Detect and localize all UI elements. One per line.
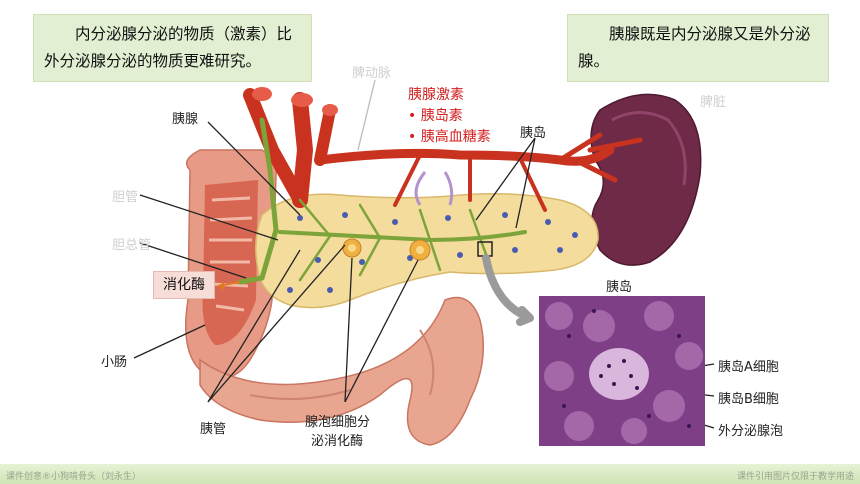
label-bile-duct: 胆管 [112,190,139,205]
label-splenic-artery: 脾动脉 [352,66,392,81]
hormone-arrows [414,171,454,206]
islet-dots [287,212,578,293]
artery-openings [252,87,338,116]
label-islet-top: 胰岛 [520,126,547,141]
note-left-text: 内分泌腺分泌的物质（激素）比外分泌腺分泌的物质更难研究。 [44,25,293,70]
arteries [243,88,643,212]
label-digestive-enzyme: 消化酶 [163,277,205,293]
digestive-enzyme-box: 消化酶 [153,271,215,299]
note-pancreas-dual: 胰腺既是内分泌腺又是外分泌腺。 [567,14,829,82]
label-islet-bottom: 胰岛 [606,280,633,295]
label-small-intestine: 小肠 [101,355,128,370]
label-acinar-line2: 泌消化酶 [311,434,364,449]
hormone-insulin: • 胰岛素 [408,108,463,124]
spleen-shape [590,93,702,266]
label-common-bile-duct: 胆总管 [112,238,152,253]
note-right-text: 胰腺既是内分泌腺又是外分泌腺。 [578,25,811,70]
islet-micrograph [539,296,705,446]
label-acinar-line1: 腺泡细胞分 [305,415,371,430]
small-intestine-shape [185,149,485,446]
footer-bar [0,464,860,484]
label-pancreatic-duct: 胰管 [200,422,227,437]
label-beta-cells: 胰岛B细胞 [718,392,779,407]
hormone-glucagon: • 胰高血糖素 [408,129,491,145]
pancreatic-duct-tree [237,117,527,285]
label-alpha-cells: 胰岛A细胞 [718,360,779,375]
label-exocrine-acini: 外分泌腺泡 [718,424,784,439]
footer-left: 课件创意®小狗啃骨头（刘永生） [6,472,142,482]
label-spleen: 脾脏 [700,95,727,110]
footer-right: 课件引用图片仅限于教学用途 [736,472,854,482]
zoom-arrow [482,254,534,326]
label-pancreas: 胰腺 [172,112,199,127]
hormone-title: 胰腺激素 [408,87,464,103]
note-endocrine-vs-exocrine: 内分泌腺分泌的物质（激素）比外分泌腺分泌的物质更难研究。 [33,14,312,82]
